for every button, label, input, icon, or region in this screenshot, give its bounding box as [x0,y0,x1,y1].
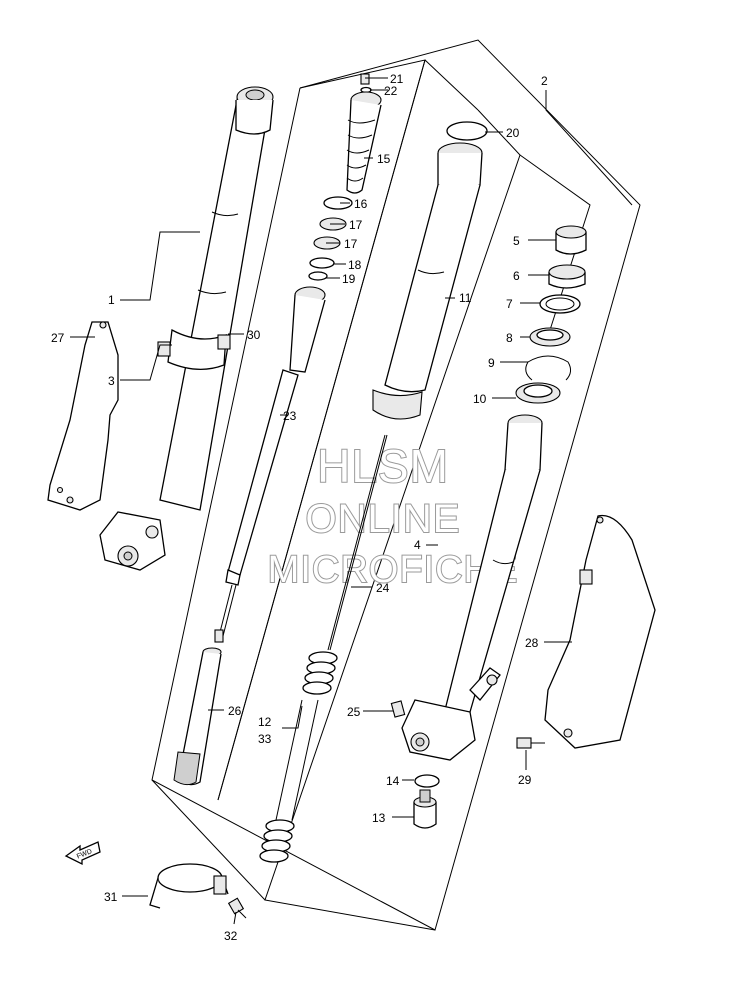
part-dust-seal-10[interactable] [515,382,561,404]
callout-29: 29 [518,773,532,787]
fwd-arrow-icon: FWD [64,841,101,866]
part-bushing-5[interactable] [555,225,587,255]
part-bolt-25[interactable] [390,700,406,718]
callout-9: 9 [488,356,495,370]
part-bolt-29[interactable] [516,737,545,749]
callout-8: 8 [506,331,513,345]
part-rod-24[interactable] [327,434,388,651]
part-inner-tube-11[interactable] [372,142,483,420]
part-washer-7[interactable] [539,294,581,314]
callout-21: 21 [390,72,404,86]
callout-5: 5 [513,234,520,248]
part-axle-bracket-left[interactable] [99,511,166,571]
callout-15: 15 [377,152,391,166]
part-cap-15[interactable] [346,91,382,194]
callout-33: 33 [258,732,272,746]
callout-20: 20 [506,126,520,140]
part-bolt-32[interactable] [227,897,247,919]
part-oring-14[interactable] [414,774,440,788]
watermark-line3: MICROFICHE [268,549,519,591]
part-ring-19[interactable] [308,271,328,281]
callout-12: 12 [258,715,272,729]
callout-28: 28 [525,636,539,650]
callout-6: 6 [513,269,520,283]
part-ring-18[interactable] [309,257,335,269]
part-axle-bracket-right[interactable] [401,667,501,761]
callout-14: 14 [386,774,400,788]
watermark-line2: ONLINE [306,497,461,541]
part-bolt-21[interactable] [360,73,370,85]
callout-16: 16 [354,197,368,211]
part-circlip-9[interactable] [525,355,572,381]
callout-32: 32 [224,929,238,943]
part-oring-16[interactable] [323,196,353,210]
callout-25: 25 [347,705,361,719]
callout-23: 23 [283,409,297,423]
watermark-line1: HLSM [317,440,449,492]
callout-26: 26 [228,704,242,718]
part-spring-12-33[interactable] [259,651,338,863]
part-oring-20[interactable] [446,121,488,141]
callout-7: 7 [506,297,513,311]
callout-17b: 17 [344,237,358,251]
callout-30: 30 [247,328,261,342]
part-clamp-31[interactable] [149,863,229,909]
part-fork-guard-27[interactable] [47,321,119,511]
part-bushing-6[interactable] [548,264,586,289]
callout-11: 11 [459,291,472,305]
part-damper-rod-23[interactable] [214,286,326,643]
part-plug-13[interactable] [413,789,437,829]
callout-27: 27 [51,331,65,345]
callout-18: 18 [348,258,362,272]
callout-2: 2 [541,74,548,88]
callout-10: 10 [473,392,487,406]
callout-24: 24 [376,581,390,595]
part-sleeve-26[interactable] [173,647,222,786]
part-fork-guard-28[interactable] [544,514,656,749]
callout-13: 13 [372,811,386,825]
callout-19: 19 [342,272,356,286]
callout-1: 1 [108,293,115,307]
callout-labels: 1 2 3 4 5 6 7 8 9 10 11 12 33 13 14 15 1… [51,72,548,943]
leader-lines [70,77,572,925]
callout-31: 31 [104,890,118,904]
callout-4: 4 [414,538,421,552]
watermark: HLSM ONLINE MICROFICHE [267,439,519,592]
callout-3: 3 [108,374,115,388]
part-seal-8[interactable] [529,327,571,347]
part-outer-tube-left[interactable] [159,86,274,511]
callout-22: 22 [384,84,398,98]
callout-17a: 17 [349,218,363,232]
